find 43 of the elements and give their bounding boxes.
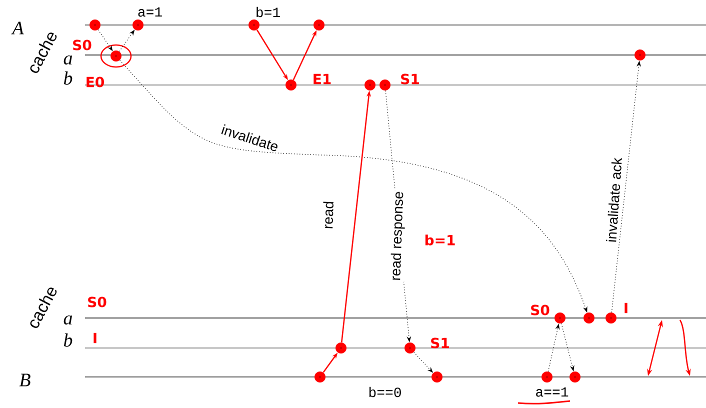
- line-label: b: [64, 71, 72, 85]
- event-dot: [380, 80, 390, 90]
- event-dot: [584, 312, 594, 324]
- state-note: S1: [431, 338, 449, 348]
- event-dot: [364, 80, 376, 90]
- event-dot: [132, 20, 144, 30]
- state-note: b=1: [425, 234, 455, 246]
- value-label: b=1: [256, 6, 280, 18]
- event-dot: [110, 50, 122, 62]
- line-label: b: [64, 333, 72, 347]
- state-note: S1: [401, 74, 419, 84]
- edge-label: read response: [390, 192, 405, 280]
- event-dot: [554, 312, 566, 324]
- state-note: S0: [73, 40, 92, 50]
- event-dot: [314, 372, 326, 382]
- edge-label: invalidate ack: [606, 158, 622, 242]
- event-dot: [542, 372, 552, 382]
- value-label: a=1: [138, 7, 162, 17]
- edge-label: read: [323, 202, 334, 228]
- cache-label: cache: [30, 32, 57, 73]
- event-dot: [606, 312, 616, 324]
- cache-label: cache: [30, 288, 57, 328]
- line-label: A: [11, 22, 24, 34]
- state-note: I: [94, 332, 96, 344]
- line-label: a: [64, 55, 72, 65]
- event-dot: [432, 372, 442, 382]
- event-dot: [570, 372, 580, 382]
- value-label: a==1: [536, 387, 568, 397]
- state-note: E1: [314, 74, 331, 84]
- state-note: S0: [531, 304, 550, 316]
- line-label: B: [19, 374, 30, 386]
- event-dot: [248, 20, 260, 30]
- event-dot: [336, 342, 346, 354]
- event-dot: [404, 342, 416, 354]
- line-label: a: [64, 315, 72, 325]
- event-dot: [90, 20, 100, 30]
- value-label: b==0: [369, 386, 401, 398]
- event-dot: [286, 80, 296, 90]
- state-note: S0: [88, 296, 106, 308]
- event-dot: [634, 50, 646, 60]
- state-note: E0: [86, 76, 104, 88]
- event-dot: [314, 20, 324, 30]
- state-note: I: [624, 302, 628, 314]
